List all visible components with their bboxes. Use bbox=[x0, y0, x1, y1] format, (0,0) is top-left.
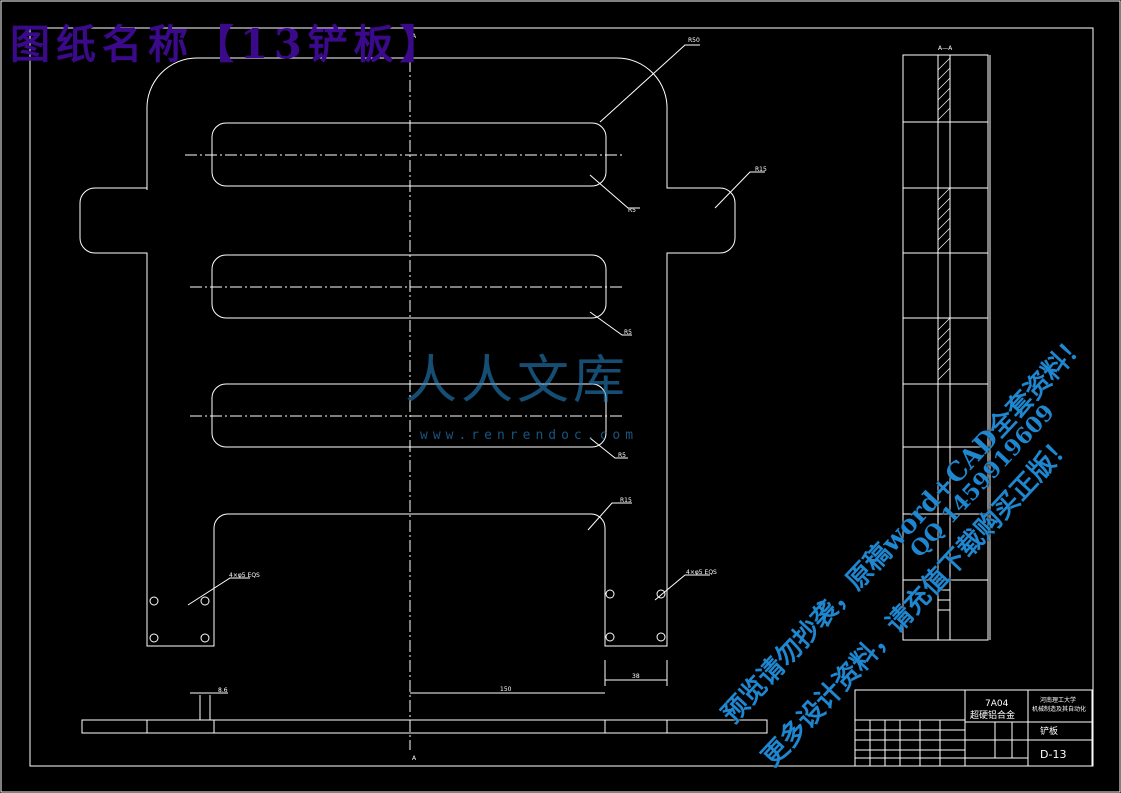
dim-r15-b: R15 bbox=[620, 497, 632, 504]
dim-r15: R15 bbox=[755, 166, 767, 173]
title-block-texts: 7A04 超硬铝合金 河南理工大学 机械制造及其自动化 铲板 D-13 bbox=[970, 696, 1086, 761]
dim-r5-a: R5 bbox=[628, 207, 636, 214]
hole bbox=[149, 596, 159, 606]
hatch bbox=[937, 57, 951, 381]
dimension-texts: R50 R5 R15 R5 R5 R15 4×φ5 EQS 4×φ5 EQS 8… bbox=[218, 33, 953, 762]
dim-holes-right: 4×φ5 EQS bbox=[686, 569, 717, 576]
material-name: 超硬铝合金 bbox=[970, 709, 1015, 721]
leader-r5a bbox=[589, 174, 640, 209]
school-line-2: 机械制造及其自动化 bbox=[1032, 705, 1086, 713]
hole bbox=[149, 633, 159, 643]
dim-38: 38 bbox=[632, 673, 640, 680]
dim-thickness: 8.6 bbox=[218, 687, 228, 694]
leader-r5c bbox=[589, 437, 628, 459]
title-block bbox=[854, 689, 1093, 767]
leader-holes-left bbox=[187, 577, 250, 606]
bottom-view bbox=[81, 692, 768, 734]
leader-r50 bbox=[599, 44, 700, 123]
section-view bbox=[902, 54, 991, 641]
dim-r50: R50 bbox=[688, 37, 700, 44]
leader-holes-right bbox=[654, 574, 710, 601]
hole bbox=[605, 589, 615, 599]
drawing-number: D-13 bbox=[1040, 748, 1066, 761]
plate-edge bbox=[81, 719, 768, 734]
hole bbox=[656, 632, 666, 642]
material-code: 7A04 bbox=[985, 699, 1009, 709]
dim-150: 150 bbox=[500, 686, 512, 693]
main-view bbox=[79, 40, 765, 750]
dim-holes-left: 4×φ5 EQS bbox=[229, 572, 260, 579]
view-marker-bottom: A bbox=[412, 755, 417, 762]
leader-r5d bbox=[587, 502, 632, 531]
drawing-title: 图纸名称【13铲板】 bbox=[10, 21, 446, 68]
hole bbox=[605, 632, 615, 642]
dim-r5-b: R5 bbox=[624, 329, 632, 336]
part-name: 铲板 bbox=[1040, 725, 1058, 737]
inner-frame bbox=[29, 27, 1094, 767]
dim-r5-c: R5 bbox=[618, 452, 626, 459]
hole bbox=[656, 589, 666, 599]
view-marker-top: A bbox=[412, 33, 417, 40]
hole bbox=[200, 596, 210, 606]
watermark-url: www.renrendoc.com bbox=[420, 428, 639, 443]
section-label: A—A bbox=[938, 45, 953, 52]
plate-outline bbox=[79, 57, 736, 647]
watermark-logo: 人人文库 bbox=[405, 351, 630, 411]
leader-r5b bbox=[589, 311, 632, 336]
leader-r15 bbox=[714, 171, 765, 209]
hole bbox=[200, 633, 210, 643]
school-line-1: 河南理工大学 bbox=[1040, 696, 1076, 704]
section-plate bbox=[937, 54, 951, 641]
